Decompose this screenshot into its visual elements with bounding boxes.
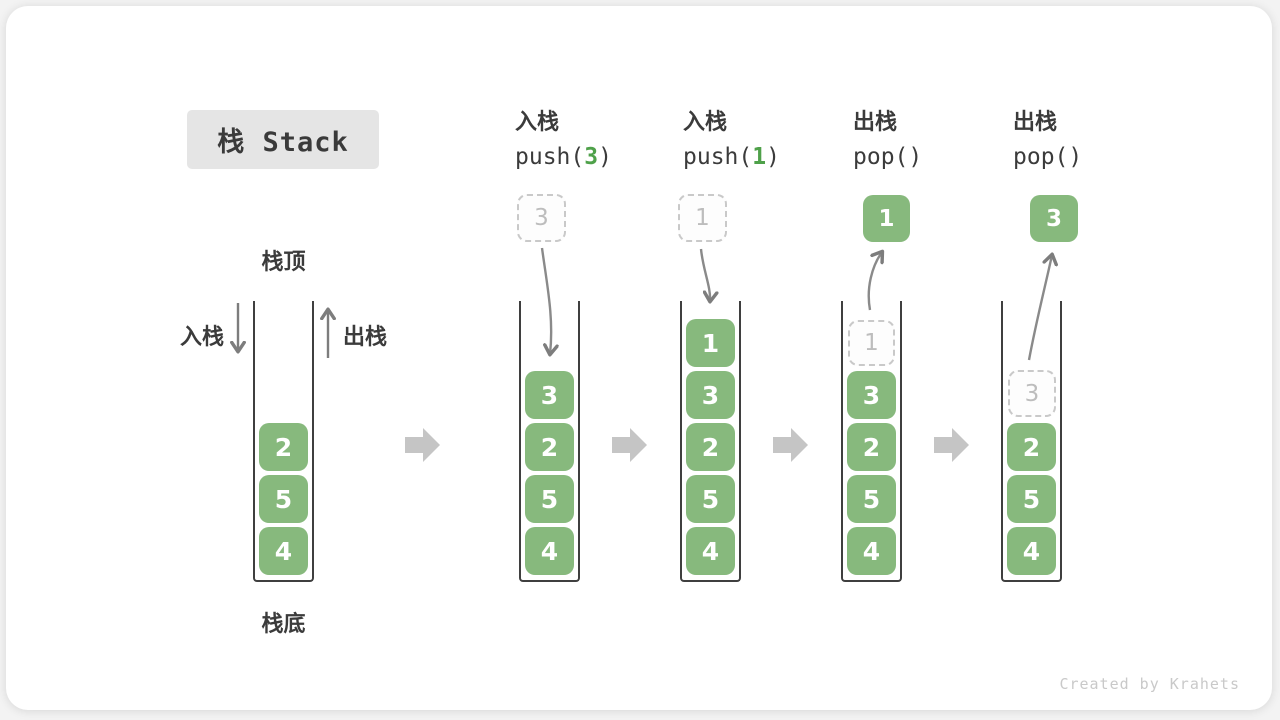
code-arg: 1 bbox=[752, 144, 767, 170]
stack-top-label: 栈顶 bbox=[261, 250, 306, 275]
stack-block: 4 bbox=[259, 527, 308, 575]
stack-block: 2 bbox=[525, 423, 574, 471]
stack-block: 2 bbox=[686, 423, 735, 471]
step-header-push1: 入栈 push(1) bbox=[683, 104, 780, 170]
step-code: push(1) bbox=[683, 144, 780, 170]
stack-block: 5 bbox=[259, 475, 308, 523]
popped-element: 3 bbox=[1030, 195, 1078, 242]
stack-block: 2 bbox=[847, 423, 896, 471]
stack-container-initial bbox=[253, 301, 314, 582]
stack-block: 4 bbox=[686, 527, 735, 575]
stack-block: 2 bbox=[259, 423, 308, 471]
step-op-label: 出栈 bbox=[853, 110, 898, 135]
code-arg: 3 bbox=[584, 144, 599, 170]
credit-text: Created by Krahets bbox=[1059, 675, 1240, 693]
stack-block: 4 bbox=[847, 527, 896, 575]
stack-bottom-label: 栈底 bbox=[261, 612, 306, 637]
removed-element-ghost: 3 bbox=[1008, 370, 1056, 417]
pop-side-label: 出栈 bbox=[343, 325, 388, 350]
step-header-push3: 入栈 push(3) bbox=[515, 104, 612, 170]
stack-container-after-push3 bbox=[519, 301, 580, 582]
push-side-label: 入栈 bbox=[179, 325, 224, 350]
step-code: pop() bbox=[1013, 144, 1083, 170]
stack-container-after-push1 bbox=[680, 301, 741, 582]
stack-block: 3 bbox=[847, 371, 896, 419]
stack-block: 5 bbox=[686, 475, 735, 523]
stack-block: 5 bbox=[847, 475, 896, 523]
stack-container-after-pop1 bbox=[841, 301, 902, 582]
stack-block: 4 bbox=[525, 527, 574, 575]
stack-block: 4 bbox=[1007, 527, 1056, 575]
step-op-label: 入栈 bbox=[683, 110, 728, 135]
stack-block: 3 bbox=[525, 371, 574, 419]
step-op-label: 入栈 bbox=[515, 110, 560, 135]
step-code: pop() bbox=[853, 144, 923, 170]
step-header-pop3: 出栈 pop() bbox=[1013, 104, 1082, 170]
stack-block: 5 bbox=[525, 475, 574, 523]
stack-block: 5 bbox=[1007, 475, 1056, 523]
popped-element: 1 bbox=[863, 195, 910, 242]
removed-element-ghost: 1 bbox=[848, 320, 895, 366]
incoming-element-dashed: 1 bbox=[678, 194, 727, 242]
step-header-pop1: 出栈 pop() bbox=[853, 104, 922, 170]
diagram-title-label: 栈 Stack bbox=[217, 127, 349, 158]
stack-block: 2 bbox=[1007, 423, 1056, 471]
diagram-title: 栈 Stack bbox=[187, 110, 379, 169]
stack-container-after-pop3 bbox=[1001, 301, 1062, 582]
step-code: push(3) bbox=[515, 144, 612, 170]
stack-block: 3 bbox=[686, 371, 735, 419]
stack-block: 1 bbox=[686, 319, 735, 367]
step-op-label: 出栈 bbox=[1013, 110, 1058, 135]
incoming-element-dashed: 3 bbox=[517, 194, 566, 242]
